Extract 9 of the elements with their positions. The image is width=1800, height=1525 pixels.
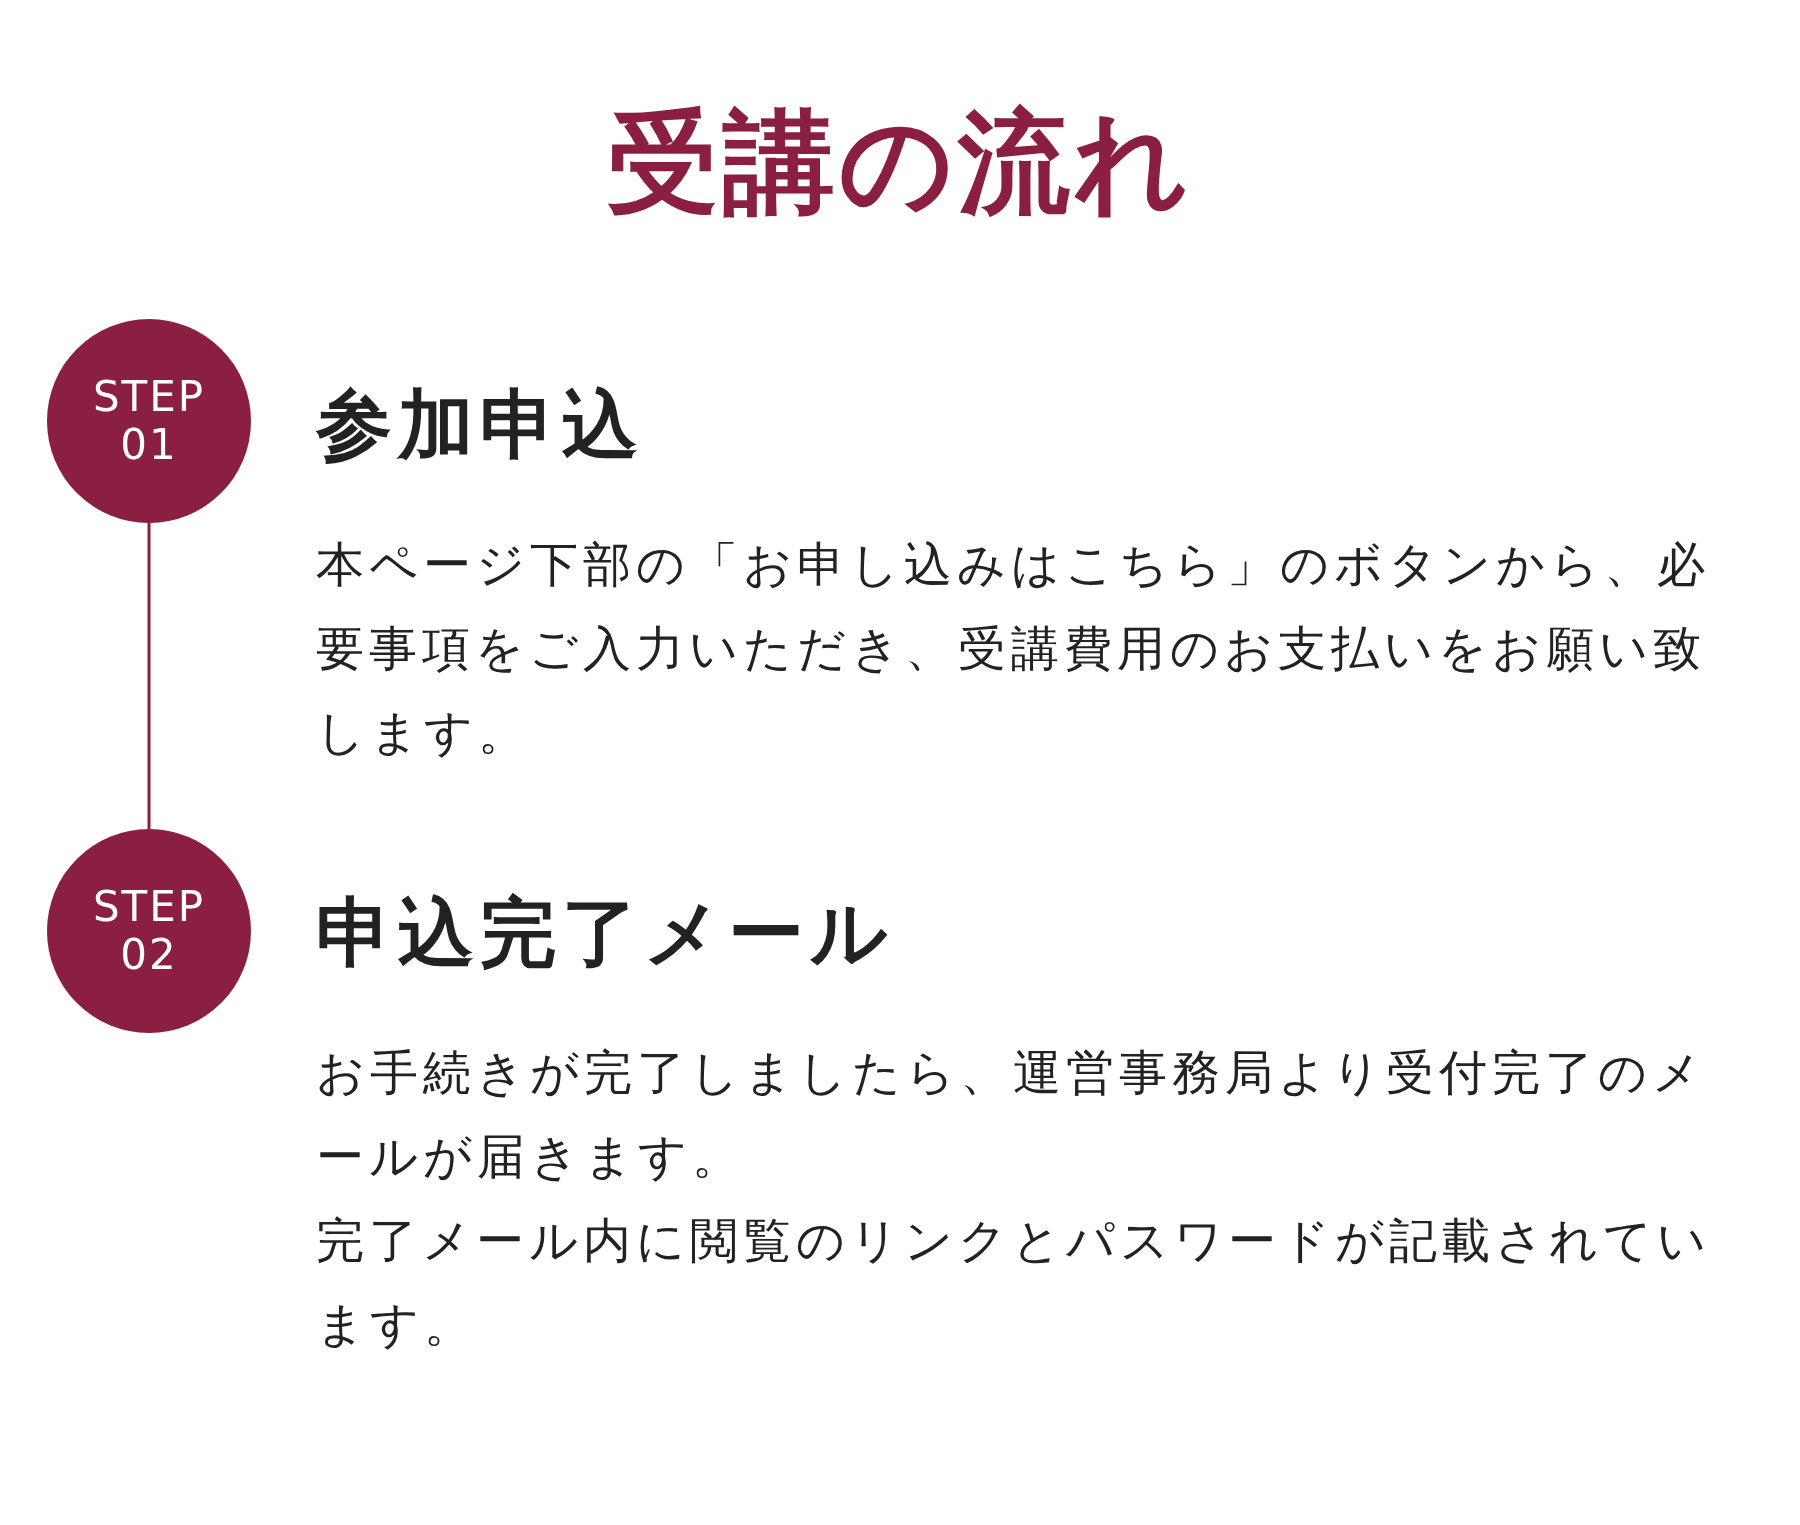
step-heading: 申込完了メール bbox=[316, 887, 894, 979]
step-number: STEP 01 bbox=[91, 373, 207, 469]
step-description: 完了メール内に閲覧のリンクとパスワードが記載されています。 bbox=[316, 1211, 1712, 1354]
step-description: 本ページ下部の「お申し込みはこちら」のボタンから、必要事項をご入力いただき、受講費用のお支払いをお願い致します。 bbox=[316, 535, 1711, 762]
step-heading: 参加申込 bbox=[316, 379, 644, 471]
title: 受講の流れ bbox=[606, 96, 1194, 229]
connector-line bbox=[147, 523, 151, 829]
step-description: お手続きが完了しましたら、運営事務局より受付完了のメールが届きます。 bbox=[316, 1043, 1707, 1186]
step-number: STEP 02 bbox=[91, 883, 207, 979]
